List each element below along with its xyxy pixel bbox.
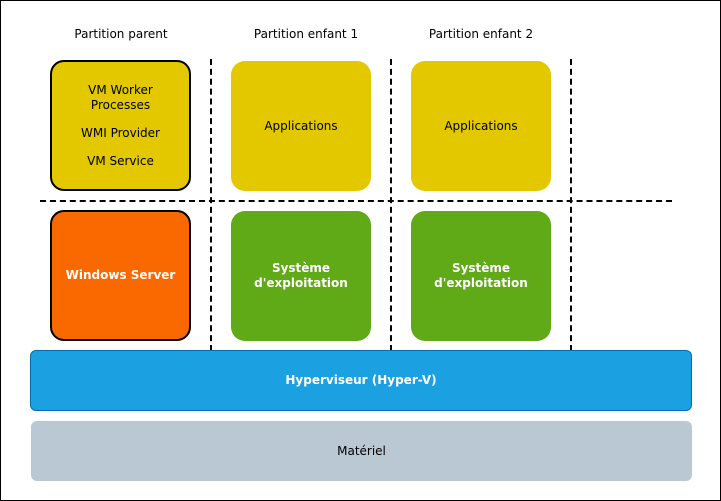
hardware-label: Matériel — [337, 443, 386, 458]
parent-service-worker-line1: VM Worker — [88, 82, 153, 97]
os-label-child-1-line2: d'exploitation — [254, 276, 348, 290]
applications-label-child-1: Applications — [264, 118, 338, 133]
windows-server-label: Windows Server — [65, 268, 176, 282]
os-label-child-2-line2: d'exploitation — [434, 276, 528, 290]
column-title-child-1: Partition enfant 1 — [253, 27, 359, 41]
os-box-child-2: Système d'exploitation — [411, 211, 551, 341]
divider-vertical-2 — [390, 59, 392, 351]
hypervisor-label: Hyperviseur (Hyper-V) — [285, 373, 437, 387]
os-label-child-1-line1: Système — [271, 261, 331, 275]
applications-box-child-2: Applications — [411, 61, 551, 191]
parent-services-box: VM Worker Processes WMI Provider VM Serv… — [50, 60, 191, 191]
divider-vertical-1 — [210, 59, 212, 351]
os-label-child-2-line1: Système — [451, 261, 511, 275]
windows-server-box: Windows Server — [50, 210, 191, 341]
hardware-layer: Matériel — [31, 421, 692, 481]
divider-horizontal — [40, 200, 672, 202]
os-box-child-1: Système d'exploitation — [231, 211, 371, 341]
parent-service-vm: VM Service — [87, 153, 154, 168]
column-title-parent: Partition parent — [74, 27, 168, 41]
hypervisor-layer: Hyperviseur (Hyper-V) — [30, 350, 692, 411]
column-title-child-2: Partition enfant 2 — [428, 27, 534, 41]
divider-vertical-3 — [570, 59, 572, 351]
applications-box-child-1: Applications — [231, 61, 371, 191]
applications-label-child-2: Applications — [444, 118, 518, 133]
parent-service-worker-line2: Processes — [90, 97, 151, 112]
parent-service-wmi: WMI Provider — [81, 125, 160, 140]
